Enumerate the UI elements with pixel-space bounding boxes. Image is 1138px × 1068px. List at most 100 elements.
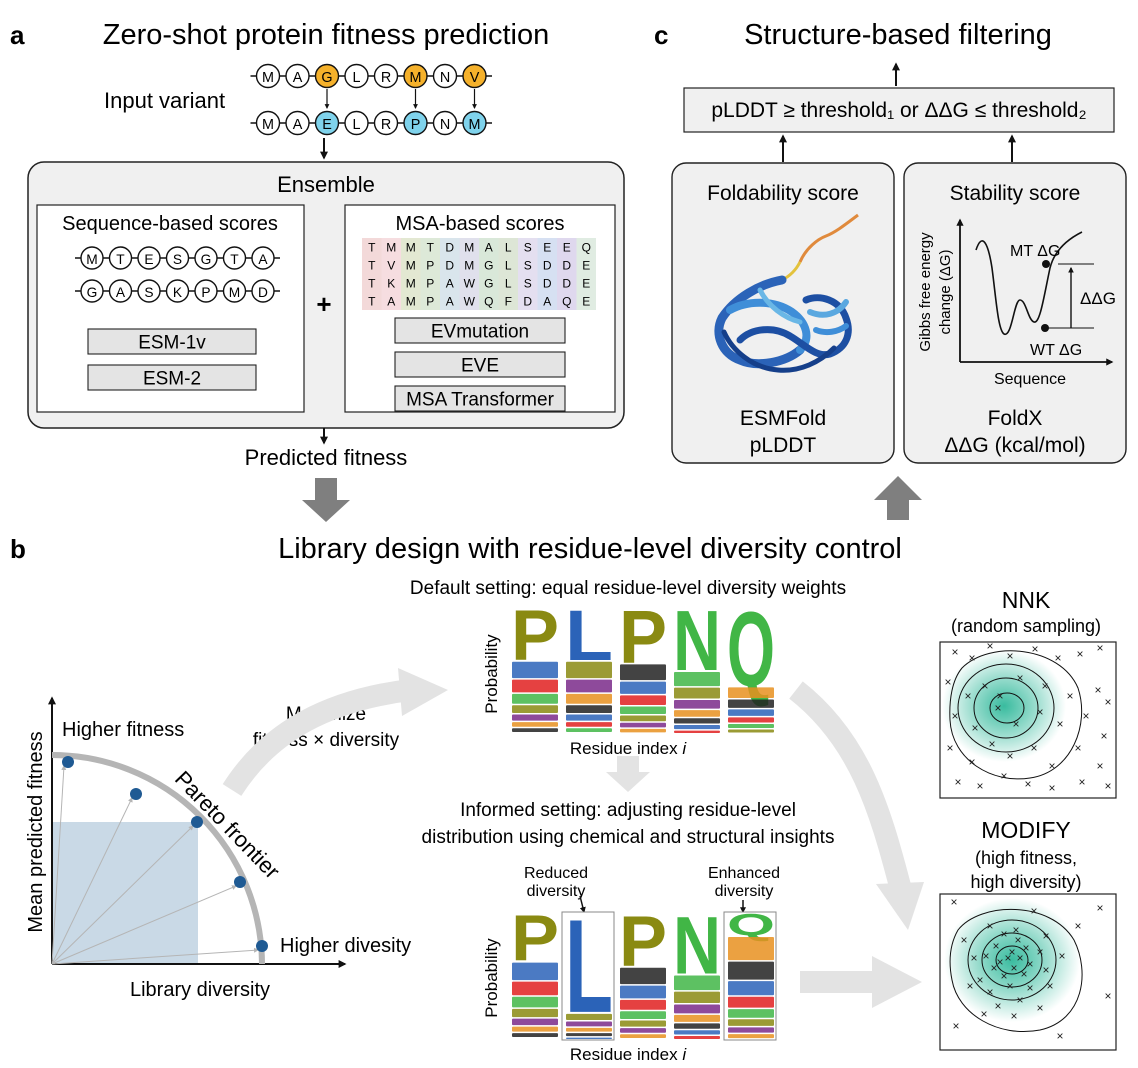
logo-minor-residue [728,729,774,733]
score-seq-0-residue [80,246,104,270]
msa-cell [420,256,440,274]
logo-minor-residue [674,687,720,699]
msa-cell [401,274,421,292]
logo-minor-residue [674,1004,720,1014]
modify-density: ×××××××××××××××××××××××××××××××××××××××× [944,895,1112,1043]
bottom-sequence-residue [373,110,399,136]
logo-top-y-label: Probability [482,634,501,714]
score-seq-0-residue-letter: E [144,252,153,267]
nnk-point: × [996,689,1003,703]
enhanced-label-1: Enhanced [708,865,780,882]
modify-point: × [1000,927,1007,941]
logo-minor-residue [566,1037,612,1039]
msa-cell [381,274,401,292]
msa-cell [420,274,440,292]
bottom-sequence-residue-letter: E [322,117,332,133]
bottom-sequence-residue-letter: M [262,117,274,133]
msa-cell [420,238,440,256]
logo-minor-residue [512,1033,558,1038]
logo-minor-residue [620,985,666,999]
logo-minor-residue [728,699,774,708]
ddg-units-label: ΔΔG (kcal/mol) [944,434,1085,457]
logo-minor-residue [512,981,558,996]
nnk-point: × [1074,741,1081,755]
energy-x-label: Sequence [994,371,1066,388]
msa-letter: M [464,241,474,255]
msa-cell [362,256,382,274]
nnk-point: × [1056,717,1063,731]
msa-cell [381,292,401,310]
logo-minor-residue [566,661,612,679]
sequence-model-box [87,364,257,391]
modify-point: × [950,895,957,909]
modify-title: MODIFY [981,817,1070,843]
panel-b-letter: b [10,534,26,564]
modify-point: × [1074,919,1081,933]
score-seq-0-residue-letter: T [230,252,239,267]
nnk-point: × [968,651,975,665]
msa-cell [479,256,499,274]
stability-title: Stability score [950,182,1081,205]
logo-minor-residue [566,1021,612,1027]
nnk-point: × [951,645,958,659]
logo-minor-residue [566,1013,612,1021]
predicted-fitness-label: Predicted fitness [245,445,408,470]
msa-model-box [394,351,566,378]
panel-a-letter: a [10,20,25,50]
modify-point: × [1026,957,1033,971]
top-sequence-residue-letter: L [353,70,361,86]
nnk-point: × [1036,705,1043,719]
nnk-point: × [1078,775,1085,789]
modify-point: × [1104,989,1111,1003]
modify-point: × [986,919,993,933]
logo-minor-residue [674,1014,720,1022]
nnk-point: × [1000,769,1007,783]
higher-fitness-label: Higher fitness [62,719,184,741]
nnk-point: × [954,775,961,789]
nnk-point: × [1031,642,1038,656]
modify-point: × [1030,904,1037,918]
logo-minor-residue [620,1034,666,1038]
msa-letter: M [464,259,474,273]
msa-letter: A [446,277,454,291]
nnk-point: × [971,721,978,735]
panel-c: c Structure-based filtering pLDDT ≥ thre… [654,19,1127,520]
msa-model-label: EVmutation [431,322,529,343]
msa-letter: G [484,259,493,273]
score-seq-1-residue [137,279,161,303]
nnk-point: × [1076,647,1083,661]
msa-letter: T [368,259,376,273]
modify-point: × [1014,933,1021,947]
msa-cell [576,238,596,256]
top-sequence-residue [432,63,458,89]
modify-point: × [1046,979,1053,993]
msa-letter: S [524,259,532,273]
score-seq-1-residue-letter: G [87,285,98,300]
energy-plot: MT ΔG WT ΔG ΔΔG Gibbs free energy change… [917,218,1116,388]
ddg-label: ΔΔG [1080,289,1116,308]
nnk-point: × [951,709,958,723]
nnk-point: × [1006,749,1013,763]
logo-minor-residue [512,722,558,727]
msa-cell [401,292,421,310]
msa-cell [537,274,557,292]
nnk-point: × [1012,717,1019,731]
bottom-sequence-residue [403,110,428,136]
logo-minor-residue [728,1027,774,1033]
bottom-sequence-residue [285,110,310,136]
logo-minor-residue [728,709,774,716]
highlight-enhanced [723,911,777,1041]
msa-letter: Q [484,295,493,309]
logo-minor-residue [728,1009,774,1018]
modify-point: × [1008,945,1015,959]
modify-point: × [986,985,993,999]
modify-point: × [1012,923,1019,937]
logo-minor-residue [620,728,666,733]
nnk-point: × [1054,651,1061,665]
msa-cell [576,292,596,310]
msa-cell [401,256,421,274]
modify-point: × [960,933,967,947]
pareto-point [256,940,268,952]
wt-point [1041,324,1049,332]
